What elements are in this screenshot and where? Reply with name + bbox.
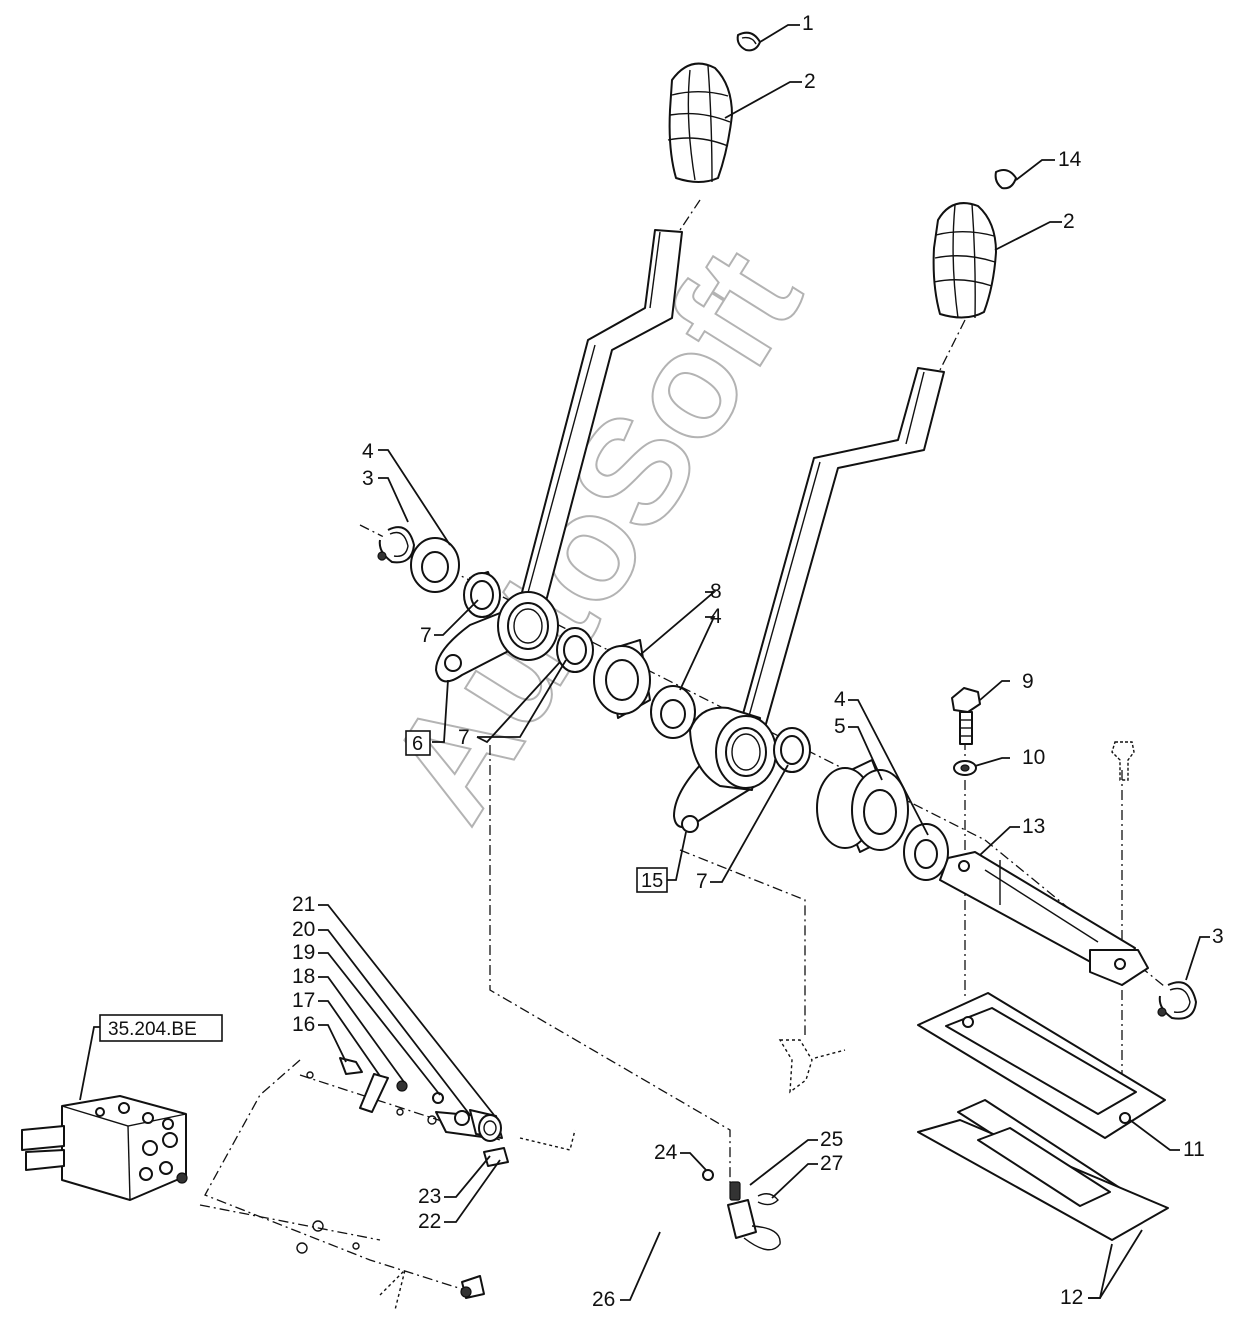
callout-3-left: 3: [362, 467, 374, 490]
callout-7-left: 7: [420, 624, 432, 647]
lever-6-hub: [497, 591, 559, 661]
dashed-linkage-sketch: [379, 1039, 846, 1311]
callout-1: 1: [802, 12, 814, 35]
callout-2-right: 2: [1063, 210, 1075, 233]
linkage-parts: [296, 1057, 509, 1254]
callout-4-right: 4: [834, 688, 846, 711]
callout-9: 9: [1022, 670, 1034, 693]
circlip-3-left: [377, 526, 415, 564]
callout-2-left: 2: [804, 70, 816, 93]
callout-11: 11: [1183, 1138, 1205, 1161]
callout-27: 27: [820, 1152, 843, 1175]
cap-14: [994, 169, 1017, 190]
lever-6: [435, 229, 683, 683]
callout-4-mid: 4: [710, 605, 722, 628]
callout-18: 18: [292, 965, 315, 988]
knob-2-right: [932, 202, 997, 319]
spacer-5: [816, 759, 909, 853]
washer-10: [953, 760, 977, 776]
leader-lines: [79, 24, 1210, 1301]
bushing-7-left: [463, 571, 501, 618]
washer-4-left: [410, 537, 460, 593]
callout-15: 15: [641, 870, 663, 892]
callout-17: 17: [292, 989, 315, 1012]
callout-26: 26: [592, 1288, 615, 1311]
callout-7-right: 7: [696, 870, 708, 893]
callout-3-right: 3: [1212, 925, 1224, 948]
knob-2-left: [667, 62, 733, 183]
circlip-3-right: [1157, 981, 1197, 1020]
callout-24: 24: [654, 1141, 678, 1164]
control-cable-26: [460, 1169, 781, 1299]
callout-22: 22: [418, 1210, 441, 1233]
callout-8: 8: [710, 580, 722, 603]
callout-23: 23: [418, 1185, 441, 1208]
bushing-7-right: [773, 727, 811, 773]
cap-1: [736, 31, 761, 52]
callout-12: 12: [1060, 1286, 1083, 1309]
callout-6: 6: [412, 733, 423, 755]
control-valve: [21, 1095, 188, 1201]
reference-label: 35.204.BE: [108, 1019, 197, 1040]
pivot-shaft-13: [939, 851, 1149, 986]
callout-10: 10: [1022, 746, 1045, 769]
reference-box: [99, 1014, 223, 1042]
plate-11: [917, 992, 1166, 1139]
callout-5: 5: [834, 715, 846, 738]
stud-dashed: [1111, 741, 1135, 781]
callout-16: 16: [292, 1013, 315, 1036]
spacer-8: [593, 639, 651, 719]
callout-20: 20: [292, 918, 315, 941]
callout-19: 19: [292, 941, 315, 964]
callout-14: 14: [1058, 148, 1082, 171]
callout-15-box: [636, 867, 668, 893]
washer-4-mid: [650, 685, 696, 739]
callout-labels: 1 2 14 2 4 3 7 8 4 6 7 9 4 5 10 13 15 7 …: [99, 12, 1224, 1311]
callout-7-mid: 7: [458, 726, 470, 749]
callout-4-left: 4: [362, 440, 374, 463]
gasket-12: [917, 1099, 1169, 1241]
washer-4-right: [903, 823, 949, 881]
callout-13: 13: [1022, 815, 1045, 838]
callout-25: 25: [820, 1128, 843, 1151]
bolt-9: [951, 687, 981, 745]
lever-15-hub: [689, 706, 777, 791]
callout-21: 21: [292, 893, 315, 916]
callout-6-box: [405, 730, 431, 756]
